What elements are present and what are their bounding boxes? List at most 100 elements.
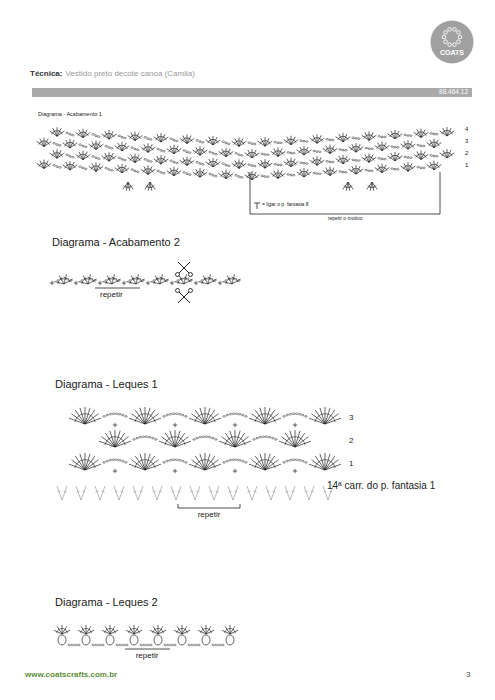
chain-stitch <box>174 644 177 646</box>
treble-stitch <box>53 128 57 136</box>
stitch-bar <box>60 628 63 629</box>
chain-stitch <box>126 644 129 646</box>
chain-stitch <box>196 139 199 141</box>
chain-stitch <box>118 280 121 282</box>
chain-stitch <box>316 173 319 175</box>
stitch-bar <box>386 146 388 149</box>
treble-stitch <box>134 625 135 634</box>
chain-stitch <box>430 133 433 135</box>
chain-stitch <box>345 149 348 151</box>
header-bar: 88.464.12 <box>32 88 472 97</box>
stitch-bar <box>152 417 154 420</box>
treble-stitch <box>105 153 109 161</box>
treble-stitch <box>356 147 363 152</box>
stitch-bar <box>247 491 250 492</box>
chain-stitch <box>371 170 374 172</box>
treble-stitch <box>382 145 389 150</box>
chain-stitch <box>121 460 124 462</box>
logo-dot <box>444 30 448 34</box>
chain-stitch <box>176 140 179 142</box>
chain-stitch <box>225 280 228 282</box>
treble-stitch <box>378 165 382 173</box>
treble-stitch <box>391 153 395 161</box>
stitch-bar <box>95 491 98 492</box>
chain-stitch <box>295 413 298 415</box>
chain-stitch <box>95 157 98 159</box>
treble-stitch <box>85 453 86 470</box>
stitch-bar <box>321 161 323 164</box>
treble-stitch <box>92 163 96 171</box>
stitch-bar <box>76 491 79 492</box>
stitch-bar <box>310 491 313 492</box>
stitch-bar <box>138 461 141 463</box>
treble-stitch <box>278 173 285 178</box>
stitch-bar <box>140 413 143 415</box>
chain-stitch <box>53 142 56 144</box>
chain-stitch <box>355 160 358 162</box>
repeat-label: repetir <box>100 290 123 299</box>
chain-stitch <box>391 146 394 148</box>
chain-stitch <box>339 149 342 151</box>
stitch-bar <box>152 491 155 492</box>
treble-stitch <box>205 453 206 470</box>
repeat-bracket <box>240 504 241 508</box>
chain-stitch <box>287 174 290 176</box>
stitch-bar <box>399 134 401 137</box>
treble-stitch <box>408 144 415 149</box>
stitch-bar <box>267 459 270 461</box>
stitch-bar <box>329 491 332 492</box>
stitch-bar <box>154 419 155 422</box>
stitch-bar <box>217 141 219 144</box>
stitch-bar <box>76 463 78 466</box>
treble-stitch <box>325 418 341 424</box>
treble-stitch <box>356 169 363 174</box>
treble-stitch <box>85 454 90 470</box>
stitch-bar <box>63 491 66 492</box>
treble-stitch <box>119 486 124 500</box>
treble-stitch <box>110 625 111 634</box>
chain-stitch <box>306 163 309 165</box>
chain-stitch <box>199 436 202 438</box>
treble-stitch <box>291 140 298 145</box>
stitch-bar <box>256 417 258 420</box>
stitch-bar <box>139 491 142 492</box>
treble-stitch <box>252 153 259 158</box>
treble-stitch <box>348 182 350 191</box>
stitch-bar <box>321 139 323 142</box>
chain-stitch <box>358 138 361 140</box>
stitch-bar <box>198 415 201 417</box>
treble-stitch <box>295 431 300 447</box>
treble-stitch <box>300 169 304 177</box>
treble-stitch <box>183 136 187 144</box>
treble-stitch <box>230 630 238 634</box>
chain-stitch <box>169 413 172 415</box>
stitch-bar <box>334 171 336 174</box>
stitch-bar <box>83 413 86 414</box>
stitch-bar <box>215 491 218 492</box>
stitch-bar <box>207 459 210 461</box>
chain-stitch <box>259 436 262 438</box>
chain-stitch <box>125 416 128 418</box>
treble-stitch <box>81 486 86 500</box>
chain-stitch <box>305 462 308 464</box>
chain-stitch <box>157 148 160 150</box>
treble-stitch <box>44 141 51 146</box>
stitch-bar <box>75 419 76 422</box>
website-url: www.coatscrafts.com.br <box>25 670 117 679</box>
treble-stitch <box>228 486 233 500</box>
treble-stitch <box>265 414 278 424</box>
treble-stitch <box>62 625 63 634</box>
chain-stitch <box>160 150 163 152</box>
stitch-bar <box>64 629 67 631</box>
chain-stitch <box>90 278 93 280</box>
chain-stitch <box>231 278 234 280</box>
chain-stitch <box>138 278 141 280</box>
single-crochet <box>175 423 176 427</box>
treble-stitch <box>434 165 441 170</box>
stitch-bar <box>293 436 296 437</box>
stitch-bar <box>170 436 173 438</box>
treble-stitch <box>96 144 103 149</box>
chain-stitch <box>109 459 112 461</box>
treble-stitch <box>175 437 188 447</box>
stitch-bar <box>74 144 76 147</box>
